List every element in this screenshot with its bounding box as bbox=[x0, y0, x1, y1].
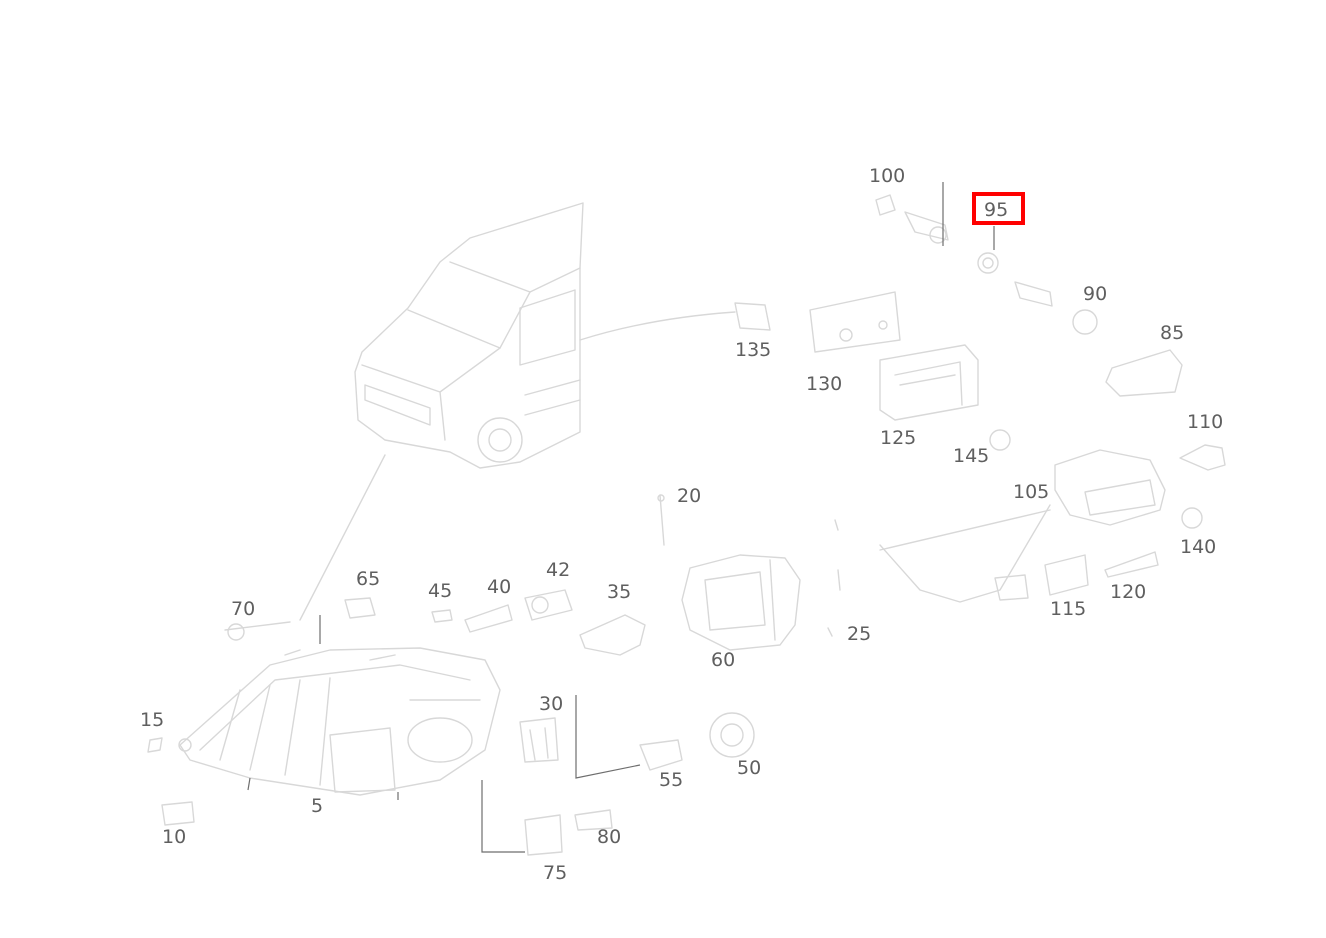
callout-125[interactable]: 125 bbox=[880, 427, 916, 449]
callout-30[interactable]: 30 bbox=[539, 693, 563, 715]
callout-130[interactable]: 130 bbox=[806, 373, 842, 395]
callout-25[interactable]: 25 bbox=[847, 623, 871, 645]
callout-120[interactable]: 120 bbox=[1110, 581, 1146, 603]
callout-labels: 100 95 90 85 135 130 125 145 110 105 140… bbox=[140, 165, 1223, 884]
callout-5[interactable]: 5 bbox=[311, 795, 323, 817]
callout-35[interactable]: 35 bbox=[607, 581, 631, 603]
callout-145[interactable]: 145 bbox=[953, 445, 989, 467]
callout-100[interactable]: 100 bbox=[869, 165, 905, 187]
callout-95[interactable]: 95 bbox=[984, 199, 1008, 221]
callout-65[interactable]: 65 bbox=[356, 568, 380, 590]
callout-115[interactable]: 115 bbox=[1050, 598, 1086, 620]
connector-lines bbox=[299, 311, 1051, 621]
callout-90[interactable]: 90 bbox=[1083, 283, 1107, 305]
callout-10[interactable]: 10 bbox=[162, 826, 186, 848]
callout-60[interactable]: 60 bbox=[711, 649, 735, 671]
small-parts bbox=[147, 194, 1226, 856]
callout-140[interactable]: 140 bbox=[1180, 536, 1216, 558]
van-illustration bbox=[354, 202, 584, 469]
callout-45[interactable]: 45 bbox=[428, 580, 452, 602]
headlamp-assembly bbox=[178, 647, 501, 796]
callout-105[interactable]: 105 bbox=[1013, 481, 1049, 503]
callout-110[interactable]: 110 bbox=[1187, 411, 1223, 433]
callout-80[interactable]: 80 bbox=[597, 826, 621, 848]
callout-50[interactable]: 50 bbox=[737, 757, 761, 779]
callout-40[interactable]: 40 bbox=[487, 576, 511, 598]
callout-20[interactable]: 20 bbox=[677, 485, 701, 507]
callout-85[interactable]: 85 bbox=[1160, 322, 1184, 344]
callout-42[interactable]: 42 bbox=[546, 559, 570, 581]
callout-75[interactable]: 75 bbox=[543, 862, 567, 884]
highlight-box bbox=[972, 192, 1025, 225]
callout-55[interactable]: 55 bbox=[659, 769, 683, 791]
callout-135[interactable]: 135 bbox=[735, 339, 771, 361]
leader-lines bbox=[247, 182, 995, 853]
callout-70[interactable]: 70 bbox=[231, 598, 255, 620]
callout-15[interactable]: 15 bbox=[140, 709, 164, 731]
